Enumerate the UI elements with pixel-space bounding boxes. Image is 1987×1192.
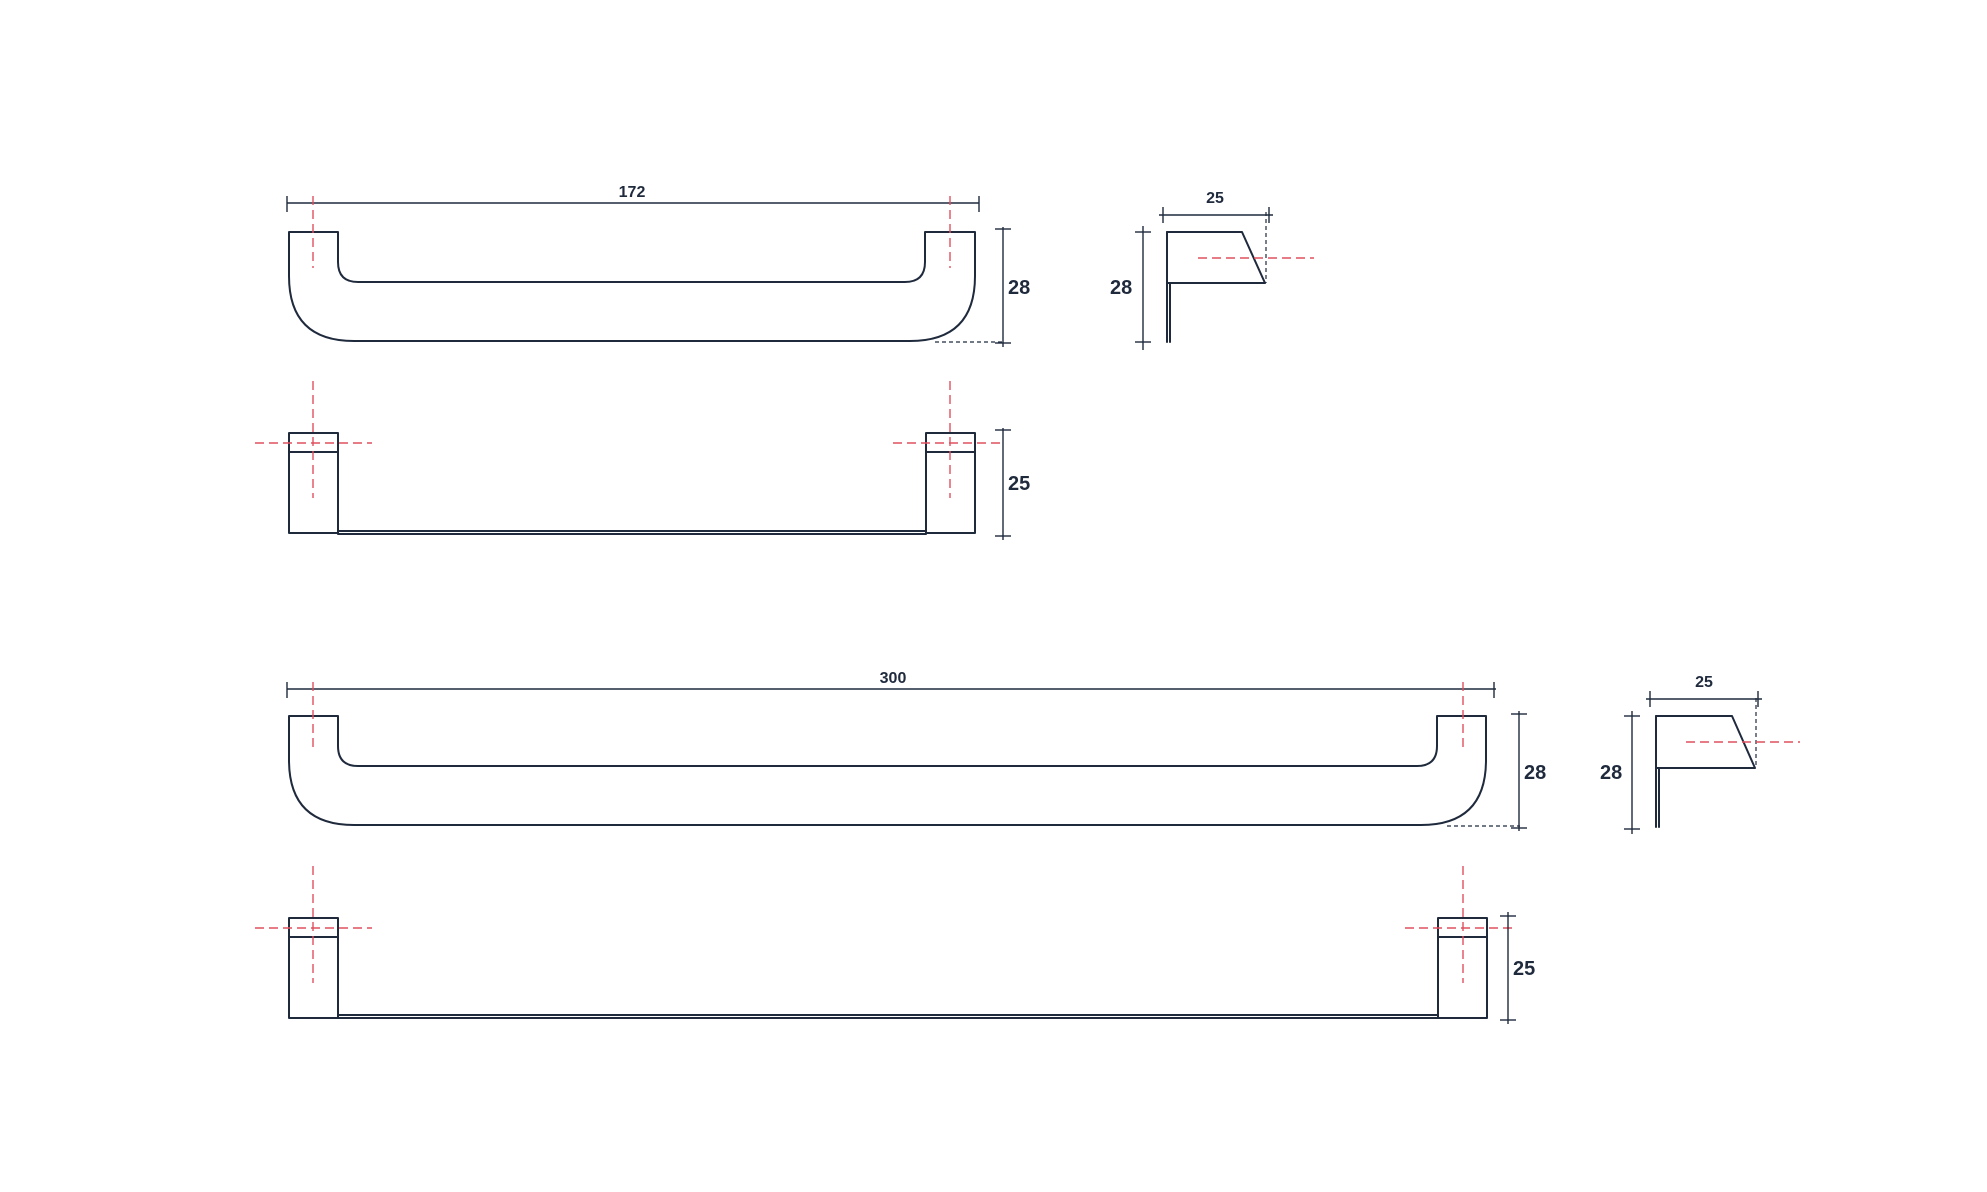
- post-right-top: [925, 432, 976, 534]
- handle-172-top-view: 25: [255, 381, 1030, 540]
- post-left-top-300: [288, 917, 339, 1019]
- side-dim-label-height: 28: [1110, 277, 1132, 299]
- handle-300-top-view: 25: [255, 866, 1535, 1024]
- handle-300-group: 300 28 25: [255, 670, 1800, 1024]
- handle-172-front-outline: [288, 231, 976, 342]
- dim-label-depth: 25: [1008, 473, 1030, 495]
- dim-label-length: 172: [619, 184, 646, 201]
- handle-172-group: 172 28 25: [255, 184, 1314, 540]
- side-profile-top: [1166, 231, 1266, 284]
- post-right-top-300: [1437, 917, 1488, 1019]
- side-dim-label-height-300: 28: [1600, 762, 1622, 784]
- handle-172-front-view: 172 28: [286, 184, 1030, 347]
- handle-300-front-view: 300 28: [286, 670, 1546, 831]
- dim-label-depth-300: 25: [1513, 958, 1535, 980]
- dim-label-height-front: 28: [1008, 277, 1030, 299]
- handle-300-side-view: 25 28: [1600, 674, 1800, 834]
- dim-label-height-front-300: 28: [1524, 762, 1546, 784]
- dim-label-length-300: 300: [880, 670, 907, 687]
- post-left-top: [288, 432, 339, 534]
- handle-172-side-view: 25 28: [1110, 190, 1314, 350]
- side-dim-label-width-300: 25: [1695, 674, 1713, 691]
- side-dim-label-width: 25: [1206, 190, 1224, 207]
- handle-300-front-outline: [288, 715, 1487, 826]
